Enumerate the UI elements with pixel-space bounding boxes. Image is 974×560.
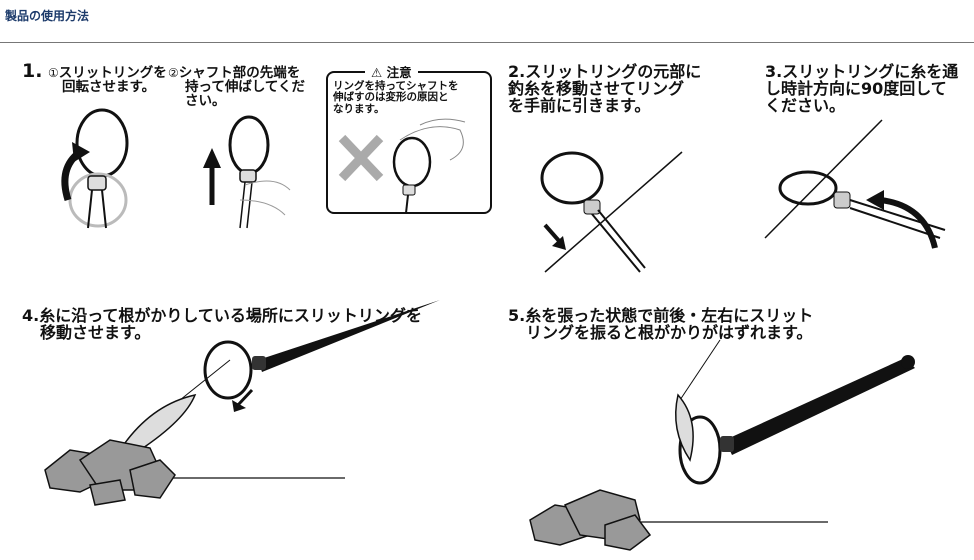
move-arrow-icon <box>236 388 254 407</box>
slit-ring-icon <box>203 340 253 400</box>
pull-arrow-icon <box>543 223 562 244</box>
step1-number: 1. <box>22 60 43 82</box>
step5-line1: 5.糸を張った状態で前後・左右にスリット <box>508 306 814 325</box>
divider <box>0 42 974 43</box>
caution-line3: なります。 <box>333 102 385 115</box>
lure-icon <box>675 393 694 462</box>
shaft-icon <box>258 300 440 372</box>
step2-line1: 2.スリットリングの元部に <box>508 62 702 81</box>
shaft-icon <box>849 199 946 239</box>
step1-sub1-text: ①スリットリングを 回転させます。 <box>48 66 167 94</box>
sub2-line1: シャフト部の先端を <box>178 65 301 81</box>
page-title: 製品の使用方法 <box>5 9 90 23</box>
shaft-icon <box>87 189 107 229</box>
sub1-marker: ① <box>48 66 59 80</box>
lure-icon <box>118 393 197 451</box>
rocks-icon <box>44 439 176 506</box>
step4-line1: 4.糸に沿って根がかりしている場所にスリットリングを <box>22 306 422 325</box>
fishing-line <box>544 151 683 273</box>
step1-sub2-text: ②シャフト部の先端を 持って伸ばしてくだ さい。 <box>168 66 305 109</box>
slit-ring-icon <box>678 415 722 485</box>
slit-ring-icon <box>540 151 604 205</box>
caution-heading: ⚠ 注意 <box>365 62 418 81</box>
caution-line1: リングを持ってシャフトを <box>333 80 459 92</box>
warning-triangle-icon: ⚠ <box>371 65 383 80</box>
step5-text: 5.糸を張った状態で前後・左右にスリット リングを振ると根がかりがはずれます。 <box>508 306 814 342</box>
caution-line2: 伸ばすのは変形の原因と <box>333 91 449 104</box>
ring-ghost-icon <box>68 172 128 228</box>
caution-heading-text: 注意 <box>386 65 412 80</box>
step3-line1: 3.スリットリングに糸を通 <box>765 62 959 81</box>
fishing-line <box>764 119 883 239</box>
rotate-arrow-icon <box>879 197 938 249</box>
step2-line2: 釣糸を移動させてリング <box>508 78 685 98</box>
sub2-line2: 持って伸ばしてくだ <box>185 79 306 96</box>
shaft-icon <box>591 209 646 273</box>
step2-text: 2.スリットリングの元部に 釣糸を移動させてリング を手前に引きます。 <box>508 62 702 115</box>
sub2-marker: ② <box>168 66 179 80</box>
prohibited-x-icon <box>338 134 384 182</box>
step3-line2: し時計方向に90度回して <box>765 78 947 98</box>
sub2-line3: さい。 <box>185 93 226 110</box>
shaft-icon <box>725 358 915 455</box>
step2-line3: を手前に引きます。 <box>508 95 651 115</box>
step3-line3: ください。 <box>765 95 846 115</box>
sub1-line1: スリットリングを <box>58 65 167 81</box>
step3-text: 3.スリットリングに糸を通 し時計方向に90度回して ください。 <box>765 62 959 115</box>
sub1-line2: 回転させます。 <box>62 79 156 96</box>
step5-line2: リングを振ると根がかりがはずれます。 <box>526 322 813 342</box>
step4-line2: 移動させます。 <box>40 322 151 342</box>
slit-ring-icon <box>778 170 838 206</box>
step4-text: 4.糸に沿って根がかりしている場所にスリットリングを 移動させます。 <box>22 306 422 342</box>
caution-text: リングを持ってシャフトを 伸ばすのは変形の原因と なります。 <box>333 80 489 115</box>
rocks-icon <box>529 489 652 551</box>
